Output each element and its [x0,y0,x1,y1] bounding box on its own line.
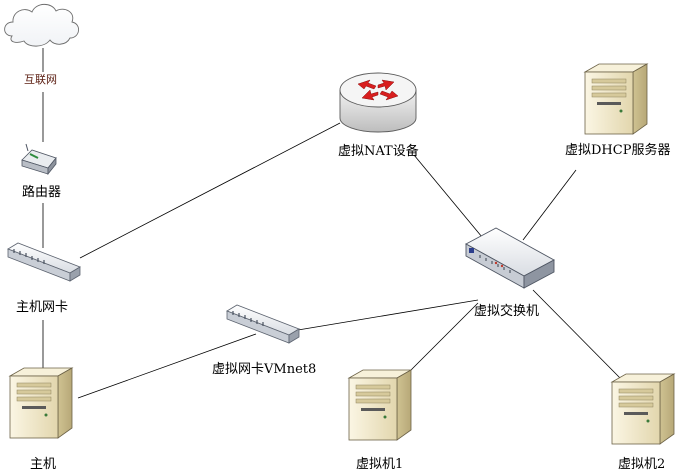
host-server-icon [9,367,73,439]
router-icon [21,143,57,176]
link-host-vmnet8 [77,333,257,399]
link-dhcp-vswitch [522,169,577,241]
host-nic-label: 主机网卡 [16,300,69,315]
nat-device-label: 虚拟NAT设备 [338,144,419,159]
virtual-switch-label: 虚拟交换机 [474,304,540,319]
vm1-label: 虚拟机1 [356,457,404,472]
vm1-server-icon [348,369,412,441]
nat-router-icon [339,72,417,133]
vmnet8-nic-icon [226,304,300,344]
host-nic-icon [7,242,81,282]
vm2-label: 虚拟机2 [618,457,666,472]
link-vswitch-vm1 [402,302,479,379]
link-nat-vswitch [413,154,483,238]
vmnet8-label: 虚拟网卡VMnet8 [212,362,317,377]
internet-label: 互联网 [24,73,57,86]
host-label: 主机 [30,457,57,472]
vm2-server-icon [611,373,675,445]
link-vmnet8-vswitch [297,299,479,331]
dhcp-server-label: 虚拟DHCP服务器 [565,143,671,158]
connections [42,48,623,399]
link-vswitch-vm2 [532,289,623,381]
internet-cloud-icon [4,3,79,47]
dhcp-server-icon [584,63,648,135]
link-host-nic-nat [79,122,341,259]
virtual-switch-icon [465,227,555,289]
router-label: 路由器 [22,185,62,200]
